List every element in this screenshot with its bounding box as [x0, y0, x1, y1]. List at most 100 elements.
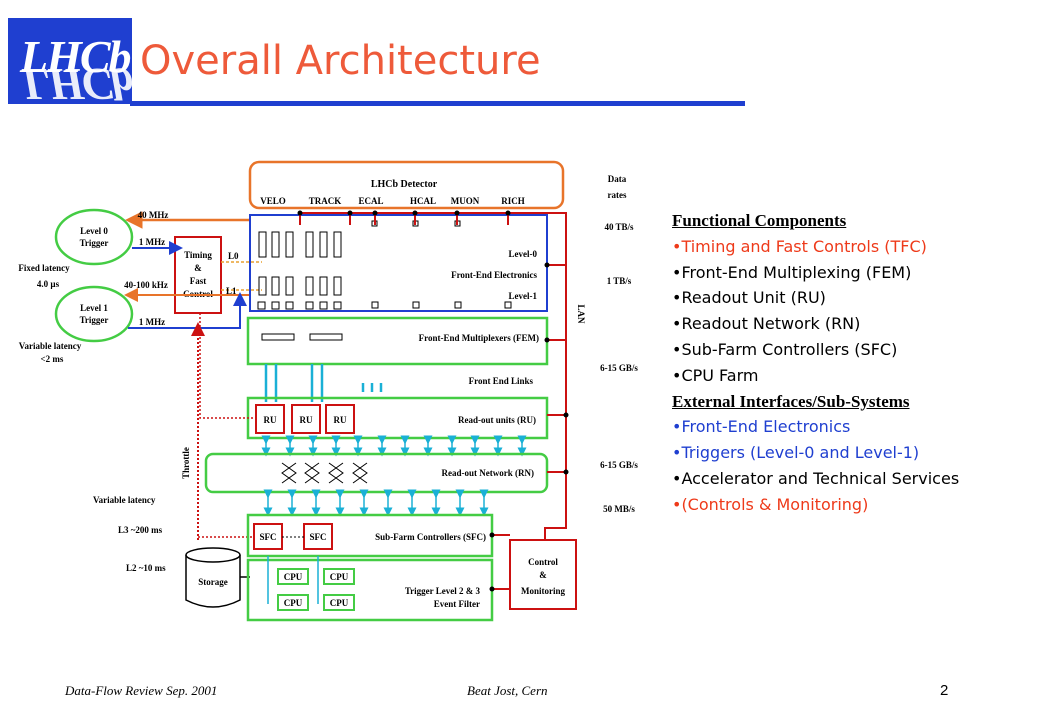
svg-text:Fast: Fast: [190, 276, 207, 286]
throttle-label: Throttle: [181, 447, 191, 479]
fixed-latency-value: 4.0 µs: [37, 279, 60, 289]
external-item-triggers: •Triggers (Level-0 and Level-1): [672, 443, 920, 463]
components-panel: Functional Components •Timing and Fast C…: [672, 208, 1032, 518]
subdetector-hcal: HCAL: [410, 196, 436, 206]
functional-components-heading: Functional Components: [672, 211, 847, 230]
storage-icon: Storage: [185, 547, 241, 608]
svg-text:Sub-Farm Controllers (SFC): Sub-Farm Controllers (SFC): [375, 532, 486, 542]
rn-to-sfc-arrows: [263, 489, 489, 517]
sfc-box: SFC SFC Sub-Farm Controllers (SFC): [246, 513, 494, 558]
functional-item-cpu-farm: •CPU Farm: [672, 365, 759, 385]
data-rates-header-1: Data: [608, 174, 627, 184]
readout-units-box: RU RU RU Read-out units (RU): [246, 396, 549, 440]
rate-50mbs: 50 MB/s: [603, 504, 635, 514]
cpu-3: CPU: [284, 598, 303, 608]
front-end-links: [264, 364, 383, 402]
variable-latency-label: Variable latency: [93, 495, 156, 505]
ru-1: RU: [264, 415, 277, 425]
cpu-1: CPU: [284, 572, 303, 582]
detector-title: LHCb Detector: [371, 179, 438, 190]
svg-text:Trigger: Trigger: [80, 238, 109, 248]
architecture-diagram: LHCb Detector VELO TRACK ECAL HCAL MUON …: [18, 160, 638, 622]
svg-text:Level-0: Level-0: [509, 249, 538, 259]
fe-channels: [258, 231, 342, 296]
svg-text:Monitoring: Monitoring: [521, 586, 565, 596]
lan-label: LAN: [576, 304, 586, 324]
level0-trigger: Level 0 Trigger: [54, 208, 134, 266]
control-monitoring-box: Control & Monitoring: [509, 539, 577, 610]
functional-item-fem: •Front-End Multiplexing (FEM): [672, 262, 912, 282]
ru-2: RU: [300, 415, 313, 425]
freq-1mhz-a: 1 MHz: [139, 237, 165, 247]
front-end-electronics: Level-0 Front-End Electronics Level-1: [249, 214, 548, 312]
svg-text:Event Filter: Event Filter: [434, 599, 480, 609]
svg-text:Storage: Storage: [198, 577, 228, 587]
fixed-latency-label: Fixed latency: [18, 263, 70, 273]
footer-author: Beat Jost, Cern: [467, 683, 548, 698]
functional-item-sfc: •Sub-Farm Controllers (SFC): [672, 339, 898, 359]
svg-text:Trigger Level 2 & 3: Trigger Level 2 & 3: [405, 586, 481, 596]
rate-6-15gbs-a: 6-15 GB/s: [600, 363, 638, 373]
svg-text:&: &: [194, 263, 202, 273]
ru-3: RU: [334, 415, 347, 425]
svg-text:Level 1: Level 1: [80, 303, 108, 313]
page-title: Overall Architecture: [140, 38, 541, 84]
freq-40mhz: 40 MHz: [138, 210, 169, 220]
level1-trigger: Level 1 Trigger: [54, 285, 134, 343]
lan-nodes: [297, 210, 569, 592]
svg-text:Read-out Network (RN): Read-out Network (RN): [442, 468, 534, 478]
rate-6-15gbs-b: 6-15 GB/s: [600, 460, 638, 470]
freq-1mhz-b: 1 MHz: [139, 317, 165, 327]
page-number: 2: [940, 682, 949, 699]
external-item-accelerator: •Accelerator and Technical Services: [672, 468, 960, 488]
rate-40tbs: 40 TB/s: [604, 222, 634, 232]
rate-1tbs: 1 TB/s: [607, 276, 632, 286]
l1-to-tfc-arrow: [128, 292, 247, 329]
l1-label: L1: [226, 286, 237, 296]
external-item-controls: •(Controls & Monitoring): [672, 494, 869, 514]
functional-item-tfc: •Timing and Fast Controls (TFC): [672, 236, 927, 256]
functional-item-rn: •Readout Network (RN): [672, 314, 861, 334]
svg-text:Level 0: Level 0: [80, 226, 108, 236]
svg-text:Control: Control: [528, 557, 558, 567]
readout-network-box: Read-out Network (RN): [204, 452, 549, 494]
title-underline: [130, 101, 745, 106]
lhcb-detector: LHCb Detector VELO TRACK ECAL HCAL MUON …: [248, 160, 565, 210]
svg-text:&: &: [539, 570, 547, 580]
fe-channel-nodes: [257, 220, 512, 310]
subdetector-ecal: ECAL: [358, 196, 383, 206]
svg-text:Level-1: Level-1: [509, 291, 538, 301]
l3-latency-label: L3 ~200 ms: [118, 525, 163, 535]
ru-to-rn-arrows: [261, 435, 527, 457]
subdetector-track: TRACK: [309, 196, 342, 206]
svg-text:Front-End Multiplexers (FEM): Front-End Multiplexers (FEM): [419, 333, 539, 343]
lan-network: [299, 212, 567, 590]
external-item-fe: •Front-End Electronics: [672, 417, 851, 437]
l2-latency-label: L2 ~10 ms: [126, 563, 166, 573]
tfc-box: Timing & Fast Control: [174, 236, 222, 314]
sfc-2: SFC: [309, 532, 326, 542]
freq-40-100khz: 40-100 kHz: [124, 280, 168, 290]
cpu-2: CPU: [330, 572, 349, 582]
fem-box: Front-End Multiplexers (FEM): [246, 316, 549, 366]
svg-text:Timing: Timing: [184, 250, 212, 260]
svg-text:Front-End Electronics: Front-End Electronics: [451, 270, 537, 280]
subdetector-muon: MUON: [451, 196, 480, 206]
l0-label: L0: [228, 251, 239, 261]
data-rates-header-2: rates: [608, 190, 627, 200]
footer-event: Data-Flow Review Sep. 2001: [65, 683, 218, 698]
front-end-links-label: Front End Links: [469, 376, 534, 386]
cpu-4: CPU: [330, 598, 349, 608]
sfc-1: SFC: [259, 532, 276, 542]
variable-latency-l1-label: Variable latency: [19, 341, 82, 351]
lhcb-logo: LHCb LHCb: [8, 18, 132, 110]
cpu-farm-box: CPU CPU CPU CPU Trigger Level 2 & 3 Even…: [246, 556, 494, 622]
throttle-line-ru: [199, 313, 256, 419]
subdetector-velo: VELO: [260, 196, 286, 206]
external-interfaces-heading: External Interfaces/Sub-Systems: [672, 391, 910, 411]
subdetector-rich: RICH: [501, 196, 525, 206]
variable-latency-l1-value: <2 ms: [41, 354, 64, 364]
network-switches-icon: [281, 462, 368, 484]
functional-item-ru: •Readout Unit (RU): [672, 288, 826, 308]
